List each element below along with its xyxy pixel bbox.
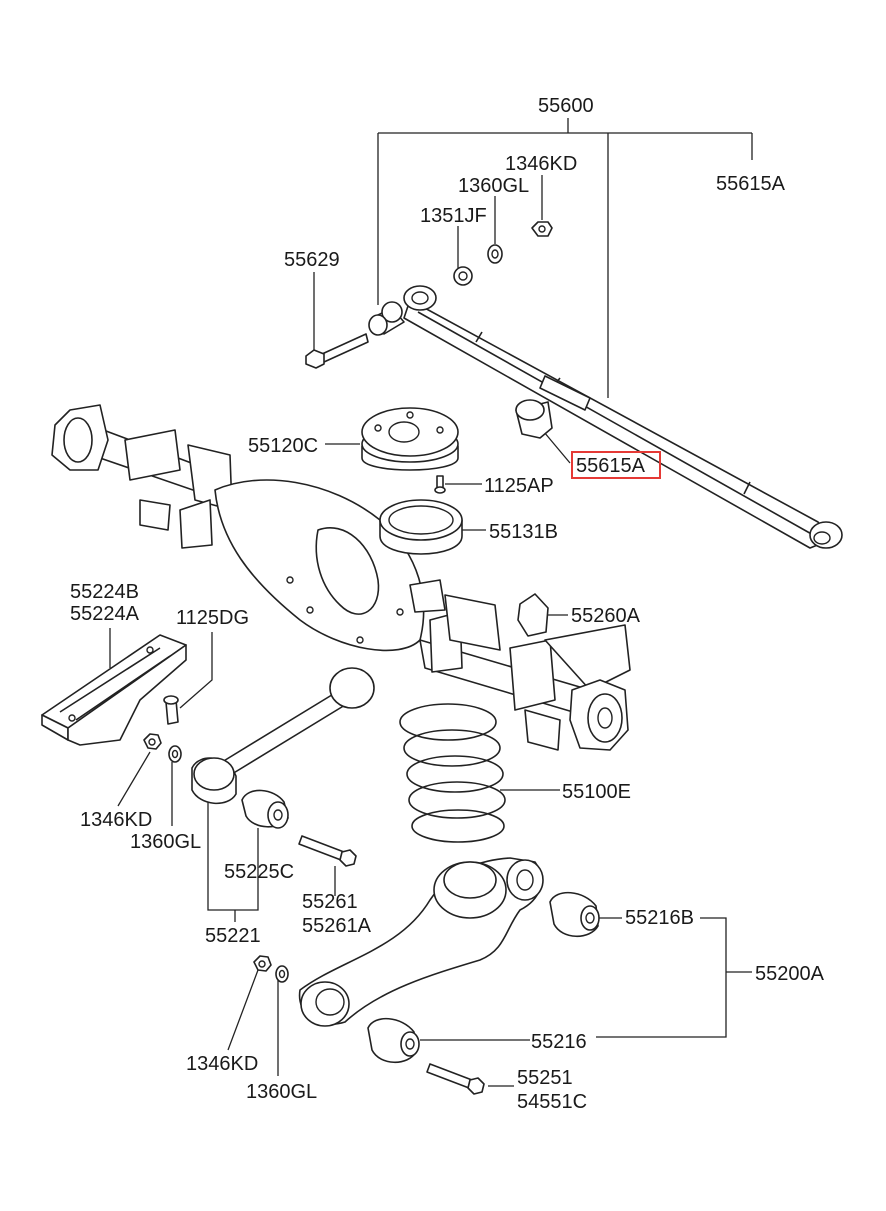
bolt-55251 bbox=[426, 1063, 485, 1095]
label-1346KD-bottom: 1346KD bbox=[186, 1053, 258, 1075]
bushing-55225C bbox=[241, 789, 289, 829]
label-55225C: 55225C bbox=[224, 861, 294, 883]
label-55100E: 55100E bbox=[562, 781, 631, 803]
label-55600: 55600 bbox=[538, 95, 594, 117]
label-55216: 55216 bbox=[531, 1031, 587, 1053]
label-1346KD-left: 1346KD bbox=[80, 809, 152, 831]
lateral-rod-55615A bbox=[403, 285, 843, 549]
nut-1346KD-top bbox=[531, 221, 553, 237]
leader-lines bbox=[109, 118, 753, 1087]
label-55261A: 55261A bbox=[302, 915, 372, 937]
washer-1360GL-bottom bbox=[275, 965, 289, 983]
label-55615A-top: 55615A bbox=[716, 173, 786, 195]
label-54551C: 54551C bbox=[517, 1091, 587, 1113]
label-55221: 55221 bbox=[205, 925, 261, 947]
coil-spring-55100E bbox=[399, 703, 506, 843]
label-1360GL-top: 1360GL bbox=[458, 175, 529, 197]
bolt-1125DG bbox=[163, 695, 179, 725]
label-55131B: 55131B bbox=[489, 521, 558, 543]
spring-pad-55131B bbox=[379, 499, 463, 555]
lower-arm-55200A bbox=[298, 857, 544, 1027]
spring-seat-55120C bbox=[361, 407, 459, 471]
label-1360GL-left: 1360GL bbox=[130, 831, 201, 853]
washer-1360GL-left bbox=[168, 745, 182, 763]
label-55260A: 55260A bbox=[571, 605, 641, 627]
bushing-55216B bbox=[549, 891, 600, 938]
washer-1351JF bbox=[453, 266, 473, 286]
label-1360GL-bottom: 1360GL bbox=[246, 1081, 317, 1103]
part-labels: 55600 55615A 1346KD 1360GL 1351JF 55629 … bbox=[70, 95, 825, 1113]
label-55200A: 55200A bbox=[755, 963, 825, 985]
bumper-stop-55615A bbox=[515, 399, 553, 439]
nut-1346KD-left bbox=[143, 733, 162, 750]
label-55224B: 55224B bbox=[70, 581, 139, 603]
label-55216B: 55216B bbox=[625, 907, 694, 929]
bolt-55629 bbox=[305, 333, 369, 369]
rear-axle-housing bbox=[51, 404, 631, 751]
bracket-55260A bbox=[517, 593, 549, 637]
bracket-55224 bbox=[41, 634, 187, 746]
label-55629: 55629 bbox=[284, 249, 340, 271]
washer-1360GL-top bbox=[487, 244, 503, 264]
highlight-box bbox=[571, 451, 661, 479]
label-55120C: 55120C bbox=[248, 435, 318, 457]
bolt-55261 bbox=[298, 835, 357, 867]
label-55615A-highlighted[interactable]: 55615A bbox=[576, 455, 646, 477]
upper-arm-55221 bbox=[191, 667, 375, 805]
label-1125AP: 1125AP bbox=[484, 475, 554, 497]
rod-bushing bbox=[368, 301, 405, 336]
label-55251: 55251 bbox=[517, 1067, 573, 1089]
nut-1346KD-bottom bbox=[253, 955, 272, 972]
label-55261: 55261 bbox=[302, 891, 358, 913]
label-1346KD-top: 1346KD bbox=[505, 153, 577, 175]
label-1351JF: 1351JF bbox=[420, 205, 487, 227]
screw-1125AP bbox=[434, 475, 446, 494]
label-1125DG: 1125DG bbox=[176, 607, 249, 629]
bushing-55216 bbox=[367, 1017, 420, 1064]
label-55224A: 55224A bbox=[70, 603, 140, 625]
